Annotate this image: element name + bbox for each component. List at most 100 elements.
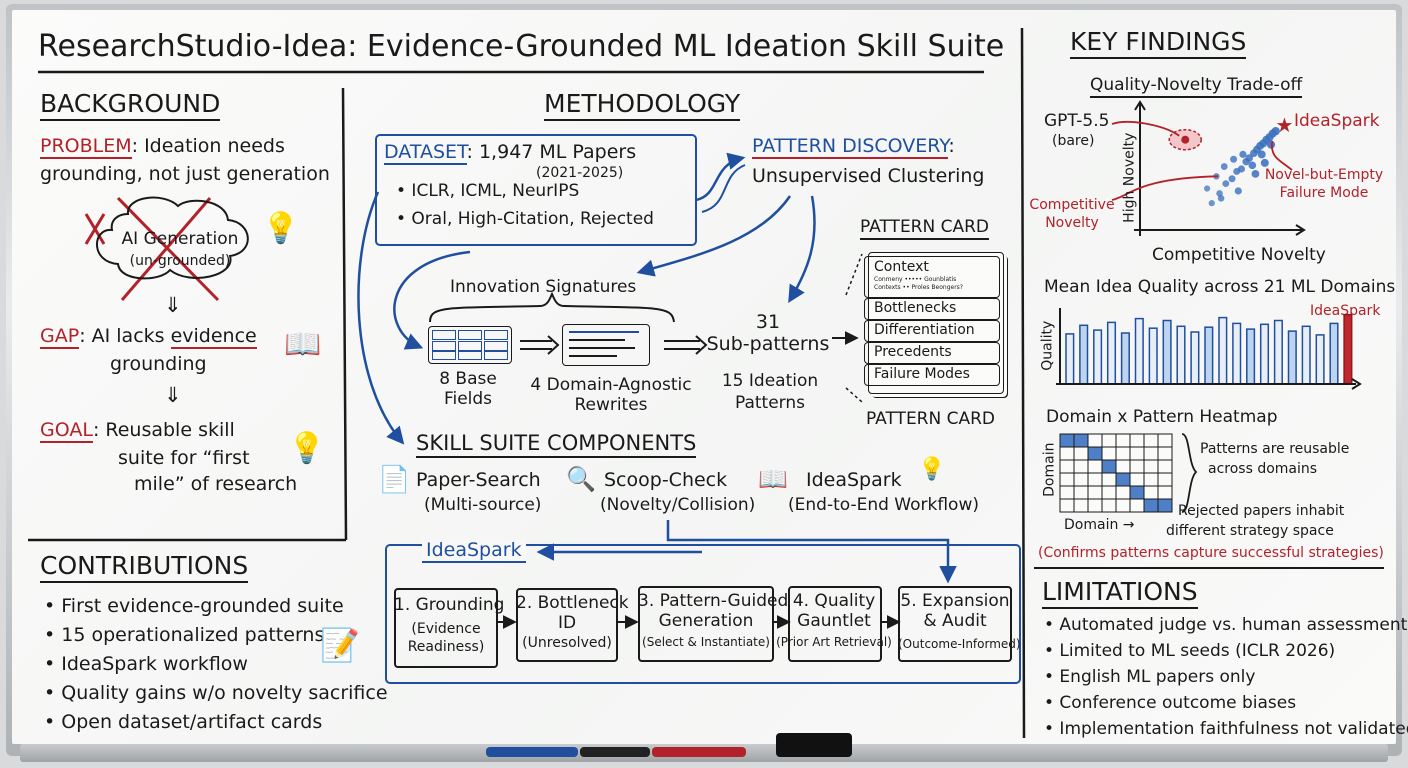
step-1-line-2: (Evidence <box>411 621 481 637</box>
scoop-check-name: Scoop-Check <box>604 469 728 491</box>
base-fields-label-1: 8 Base <box>439 369 497 389</box>
heatmap-cell <box>1087 472 1103 487</box>
step-1-line-1: 1. Grounding <box>394 595 505 615</box>
contribution-item: • 15 operationalized patterns <box>44 624 325 646</box>
rewrites-label-2: Rewrites <box>574 395 648 415</box>
step-1-line-3: Readiness) <box>407 639 485 655</box>
step-3-line-2: Generation <box>658 611 754 631</box>
scatter-point <box>1248 161 1257 170</box>
heatmap-cell <box>1059 459 1075 474</box>
contribution-item: • IdeaSpark workflow <box>44 653 248 675</box>
lightbulb-icon: 💡 <box>288 431 326 466</box>
sub-patterns-count: 31 <box>755 311 781 333</box>
rejected-label-1: Rejected papers inhabit <box>1178 503 1345 519</box>
heatmap-cell <box>1157 459 1173 474</box>
heatmap-cell <box>1101 485 1117 500</box>
pattern-discovery-text: Unsupervised Clustering <box>752 165 985 187</box>
card-row-precedents: Precedents <box>874 344 952 360</box>
heatmap-cell <box>1059 472 1075 487</box>
novel-empty-label-2: Failure Mode <box>1279 185 1369 201</box>
scatter-point <box>1234 187 1242 195</box>
methodology-heading: METHODOLOGY <box>544 90 741 121</box>
pattern-card-caption: PATTERN CARD <box>866 409 996 429</box>
rewrites-label-1: 4 Domain-Agnostic <box>530 375 692 395</box>
heatmap-x-label: Domain → <box>1064 517 1135 533</box>
heatmap-cell <box>1143 459 1159 474</box>
scatter-point <box>1257 150 1266 159</box>
document-search-icon: 📄 <box>378 465 411 495</box>
heatmap-cell <box>1157 498 1173 513</box>
book-icon: 📖 <box>758 465 788 493</box>
heatmap-cell <box>1087 498 1103 513</box>
heatmap-cell <box>1087 485 1103 500</box>
paper-search-desc: (Multi-source) <box>424 495 542 515</box>
goal-line-2: suite for “first <box>118 447 250 469</box>
dataset-box <box>375 134 697 246</box>
workflow-step-2 <box>516 588 618 662</box>
heatmap-cell <box>1073 485 1089 500</box>
step-4-line-2: Gauntlet <box>797 611 871 631</box>
heatmap-cell <box>1157 472 1173 487</box>
scatter-point <box>1245 154 1253 162</box>
heatmap-cell <box>1143 446 1159 461</box>
ideation-patterns-count: 15 Ideation <box>721 371 819 391</box>
step-2-line-1: 2. Bottleneck <box>516 593 629 613</box>
bar-chart-title: Mean Idea Quality across 21 ML Domains <box>1044 277 1396 297</box>
pattern-discovery-label: PATTERN DISCOVERY <box>752 135 949 159</box>
heatmap-cell <box>1129 472 1145 487</box>
problem-label: PROBLEM <box>40 135 132 159</box>
limitation-item: • Automated judge vs. human assessment <box>1044 615 1408 635</box>
scoop-check-desc: (Novelty/Collision) <box>600 495 756 515</box>
heatmap-cell <box>1115 472 1131 487</box>
blue-marker <box>486 747 578 757</box>
ideaspark-star-icon: ★ <box>1276 113 1294 137</box>
workflow-step-4 <box>788 586 882 662</box>
card-context: Context <box>874 259 929 275</box>
workflow-step-1 <box>394 588 498 668</box>
card-row-bottlenecks: Bottlenecks <box>874 300 957 316</box>
contributions-heading: CONTRIBUTIONS <box>40 552 249 583</box>
heatmap-cell <box>1143 433 1159 448</box>
heatmap-cell <box>1115 498 1131 513</box>
goal-line-3: mile” of research <box>134 473 298 495</box>
contribution-item: • Quality gains w/o novelty sacrifice <box>44 682 388 704</box>
heatmap-cell <box>1087 433 1103 448</box>
arrow-down-icon: ⇓ <box>164 293 182 317</box>
scatter-ideaspark-label: IdeaSpark <box>1294 111 1380 131</box>
workflow-step-5 <box>898 586 1012 662</box>
heatmap-cell <box>1143 498 1159 513</box>
lightbulb-icon: 💡 <box>918 457 946 482</box>
step-5-line-3: (Outcome-Informed) <box>898 637 1021 651</box>
heatmap-cell <box>1143 472 1159 487</box>
card-row-differentiation: Differentiation <box>874 322 975 338</box>
goal-label: GOAL <box>40 419 93 443</box>
card-row <box>864 342 1000 364</box>
confirms-note: (Confirms patterns capture successful st… <box>1038 545 1384 561</box>
scatter-point <box>1260 158 1269 167</box>
card-row <box>864 298 1000 320</box>
scatter-point <box>1228 175 1236 183</box>
heatmap-cell <box>1129 433 1145 448</box>
divider-background <box>341 87 348 541</box>
dataset-title: DATASET: 1,947 ML Papers <box>384 141 636 165</box>
innovation-signatures: Innovation Signatures <box>450 277 637 297</box>
heatmap-cell <box>1087 446 1103 461</box>
workflow-step-3 <box>638 586 774 662</box>
heatmap-cell <box>1101 433 1117 448</box>
heatmap-cell <box>1101 446 1117 461</box>
step-5-line-1: 5. Expansion <box>900 591 1010 611</box>
rewrites-document-icon <box>562 324 650 366</box>
notepad-pencil-icon: 📝 <box>320 626 360 664</box>
heatmap-cell <box>1157 485 1173 500</box>
heatmap-brace <box>1181 433 1198 513</box>
heatmap-cell <box>1073 498 1089 513</box>
card-context-scribble: Contexts •• Proles Beongers? <box>874 284 963 291</box>
eraser <box>776 733 852 757</box>
gap-line-1: GAP: AI lacks evidence <box>40 325 257 349</box>
scatter-y-arrowhead <box>1134 100 1146 111</box>
red-marker <box>652 747 746 757</box>
bar-x-arrowhead <box>1351 378 1362 390</box>
competitive-novelty-callout <box>1111 175 1219 201</box>
